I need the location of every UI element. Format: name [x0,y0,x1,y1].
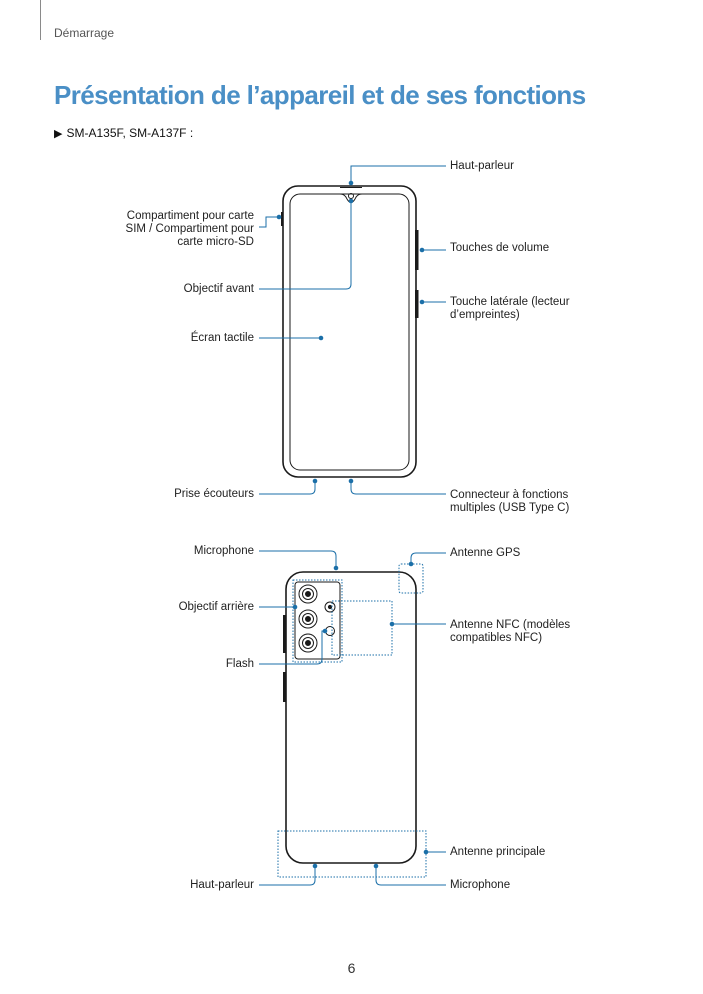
back-body [285,571,417,864]
label-front-camera: Objectif avant [183,283,254,295]
phone-front [281,185,419,478]
camera-module [294,581,341,660]
side-key-shape [415,290,419,318]
camera-lens-3 [298,633,318,653]
camera-lens-1 [298,584,318,604]
label-speaker-top: Haut-parleur [450,160,514,172]
triangle-bullet-icon: ▶ [54,128,63,140]
label-main-antenna: Antenne principale [450,846,546,858]
nfc-antenna-area [331,600,393,656]
camera-dotted-area [292,579,343,663]
front-callouts [259,165,446,495]
label-mic-top: Microphone [193,545,254,557]
label-touchscreen: Écran tactile [190,332,254,344]
front-camera-lens [348,193,354,199]
camera-lens-2 [298,609,318,629]
back-side-key [283,615,286,653]
label-speaker-bottom: Haut-parleur [190,879,254,891]
label-flash: Flash [225,658,254,670]
back-side-key-2 [283,672,286,702]
label-rear-camera: Objectif arrière [178,601,254,613]
back-antenna-areas [277,563,427,878]
main-antenna-area [277,830,427,878]
volume-keys [415,230,419,270]
front-screen [289,193,410,471]
label-gps-antenna: Antenne GPS [450,547,521,559]
sim-tray-shape [281,212,284,226]
back-callouts [259,550,446,886]
camera-lens-small [324,601,336,613]
section-label: Démarrage [54,26,115,40]
model-text: SM-A135F, SM-A137F : [66,126,194,140]
page-title: Présentation de l’appareil et de ses fon… [54,80,586,110]
front-body [282,185,417,478]
gps-antenna-area [398,563,424,594]
label-mic-bottom: Microphone [450,879,511,891]
label-earphone-jack: Prise écouteurs [174,488,254,500]
model-line: ▶SM-A135F, SM-A137F : [54,126,193,140]
section-rule [40,0,41,40]
phone-back [283,571,417,864]
page-number: 6 [347,960,356,976]
label-volume-keys: Touches de volume [450,242,550,254]
